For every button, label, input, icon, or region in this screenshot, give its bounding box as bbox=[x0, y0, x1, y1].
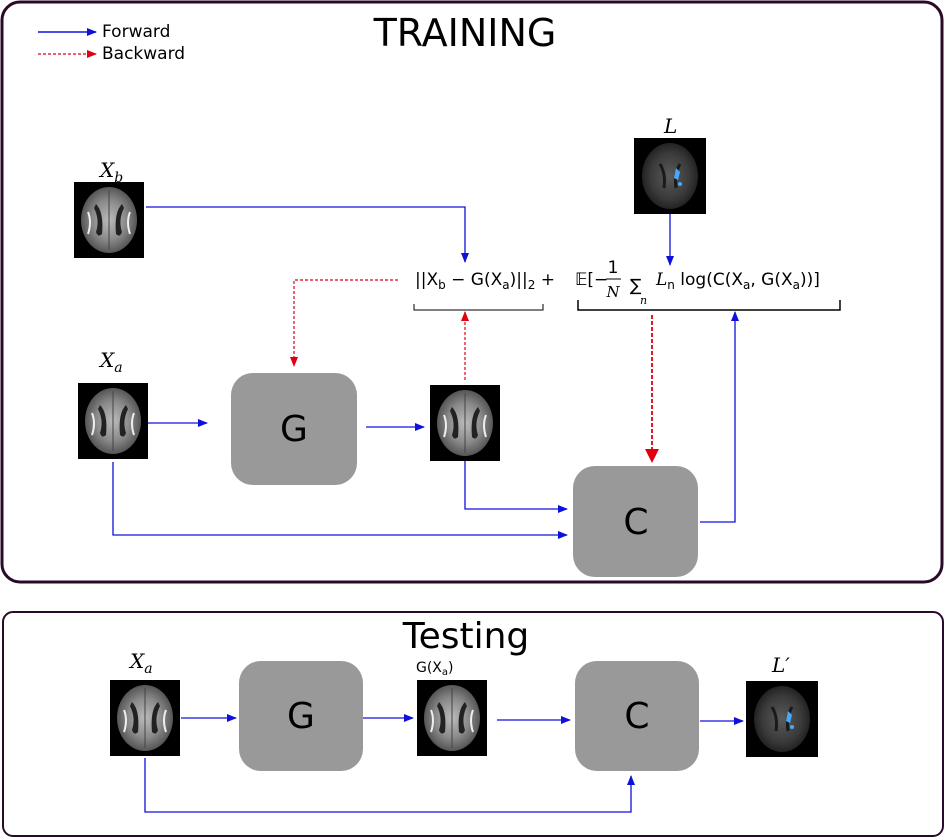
generated-to-c-arrow bbox=[464, 461, 568, 513]
legend: Forward Backward bbox=[38, 22, 185, 64]
c-to-loss-arrow bbox=[700, 311, 739, 523]
test-lprime-image bbox=[744, 679, 820, 759]
formula-classification-term: Ln log(C(Xa, G(Xa))] bbox=[655, 270, 820, 292]
test-xa-label: Xa bbox=[128, 649, 153, 677]
loss-formula: ||Xb − G(Xa)||2 + 𝔼[− 1 N ∑ n Ln log(C(X… bbox=[413, 258, 841, 311]
testing-title: Testing bbox=[402, 616, 530, 657]
xb-to-loss-arrow bbox=[146, 206, 469, 263]
test-generated-image bbox=[416, 679, 488, 757]
formula-sum: ∑ bbox=[630, 276, 642, 296]
test-classifier-label: C bbox=[624, 696, 649, 737]
formula-expectation: 𝔼[− bbox=[575, 270, 608, 290]
formula-frac-num: 1 bbox=[608, 258, 619, 278]
test-generator-block bbox=[239, 661, 363, 771]
classifier-label: C bbox=[623, 502, 648, 543]
l-image bbox=[632, 136, 708, 216]
generator-label: G bbox=[280, 409, 308, 450]
generated-image bbox=[429, 384, 501, 462]
legend-forward-label: Forward bbox=[102, 22, 170, 42]
legend-backward-label: Backward bbox=[102, 44, 185, 64]
formula-reconstruction-term: ||Xb − G(Xa)||2 + bbox=[415, 270, 555, 292]
classification-underbrace bbox=[577, 300, 841, 311]
xa-label: Xa bbox=[98, 348, 123, 376]
training-frame bbox=[0, 0, 944, 584]
loss-to-g-backward-arrow bbox=[290, 279, 398, 367]
test-generator-label: G bbox=[287, 696, 315, 737]
test-classifier-block bbox=[575, 661, 699, 771]
formula-frac-den: N bbox=[605, 283, 620, 301]
xb-image bbox=[73, 181, 145, 259]
l-label: L bbox=[663, 114, 677, 138]
classifier-block bbox=[573, 466, 698, 577]
training-title: TRAINING bbox=[373, 11, 557, 55]
generator-block bbox=[231, 373, 357, 485]
test-xa-to-c-arrow bbox=[144, 758, 635, 813]
xa-image bbox=[77, 382, 149, 460]
formula-sum-sub: n bbox=[640, 294, 647, 307]
xb-label: Xb bbox=[98, 158, 123, 186]
xa-to-c-arrow bbox=[112, 462, 568, 539]
test-lprime-label: L′ bbox=[771, 653, 790, 677]
reconstruction-underbrace bbox=[413, 304, 544, 311]
test-gxa-label: G(Xa) bbox=[416, 660, 454, 678]
test-xa-image bbox=[109, 679, 181, 757]
